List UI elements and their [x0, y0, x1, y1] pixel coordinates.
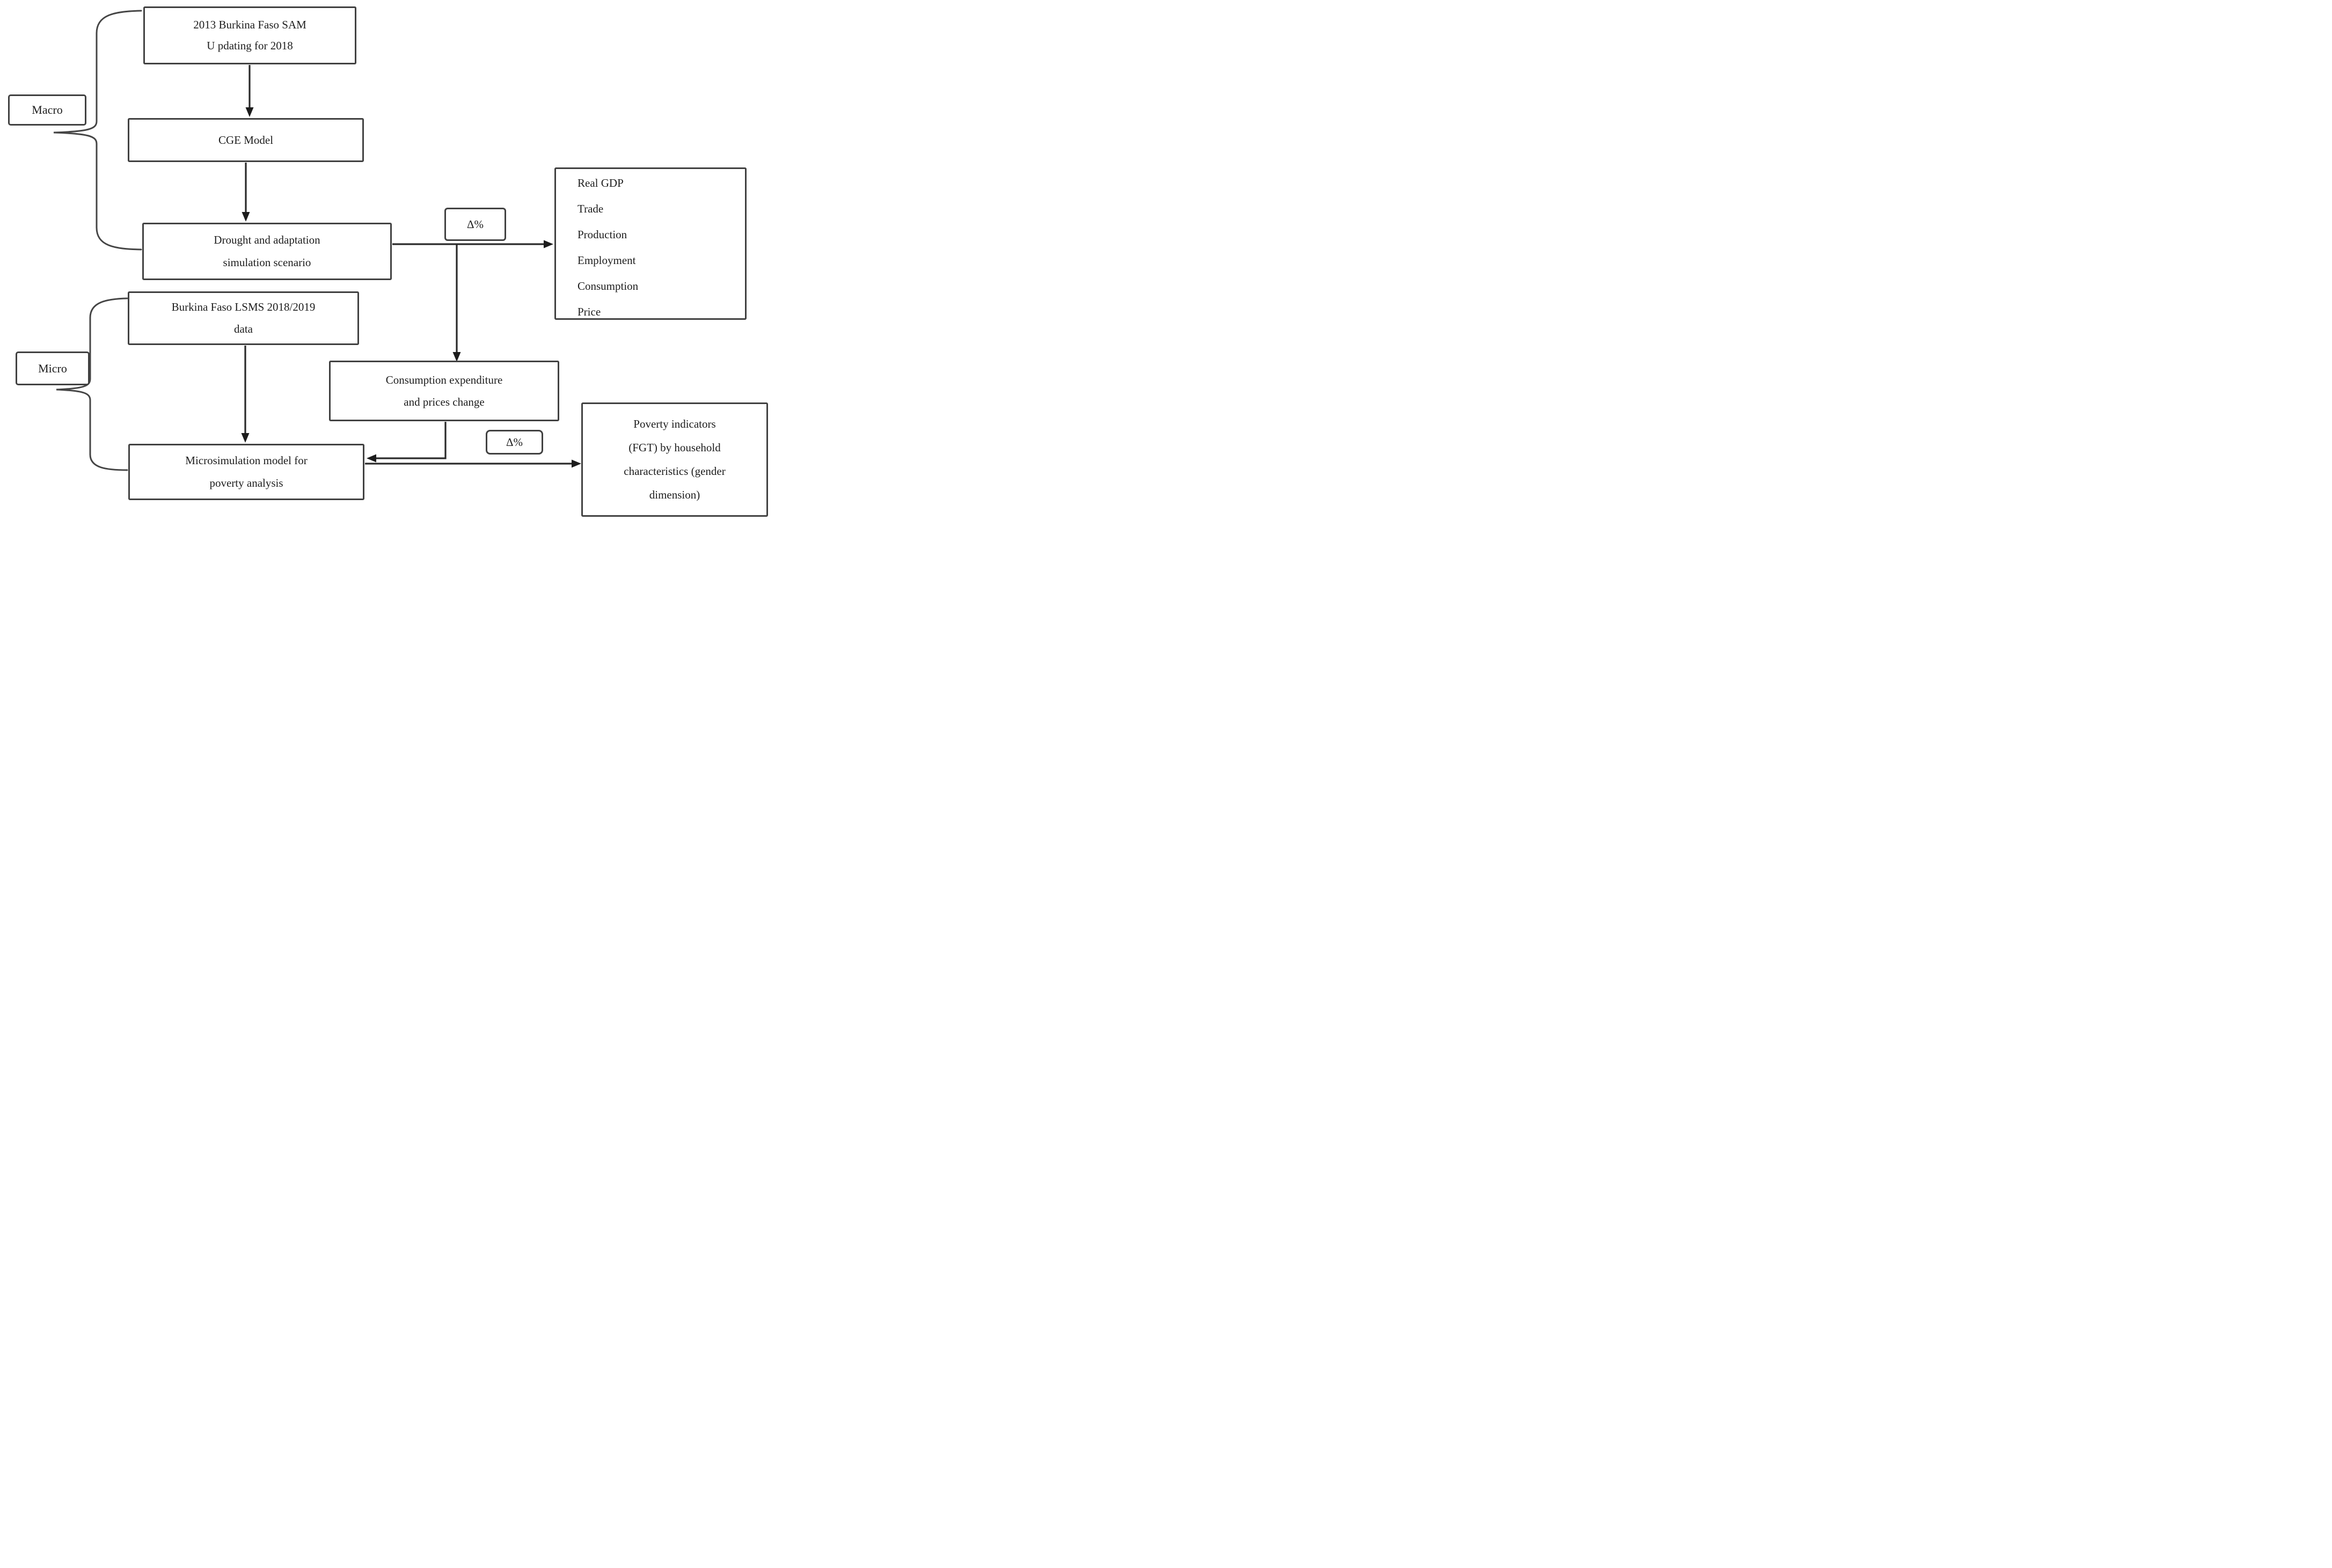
node-lsms-data: Burkina Faso LSMS 2018/2019 data — [128, 291, 359, 345]
arrowhead-consumption-to-microsim — [367, 454, 376, 463]
micro-group-brace — [56, 297, 128, 471]
flowchart-canvas: 2013 Burkina Faso SAM U pdating for 2018… — [0, 0, 777, 523]
node-text: U pdating for 2018 — [207, 39, 293, 52]
arrowhead-cge-to-drought — [242, 212, 250, 222]
node-text: Trade — [577, 202, 604, 215]
label-macro-group: Macro — [8, 94, 86, 126]
node-drought-scenario: Drought and adaptation simulation scenar… — [142, 223, 392, 280]
node-text: Production — [577, 228, 627, 241]
arrowhead-sam-to-cge — [245, 107, 254, 117]
node-text: Employment — [577, 254, 636, 267]
node-cge-model: CGE Model — [128, 118, 364, 162]
node-text: dimension) — [649, 488, 700, 501]
node-text: (FGT) by household — [628, 441, 721, 454]
node-text: Microsimulation model for — [185, 454, 308, 467]
arrowhead-lsms-to-microsim — [241, 433, 250, 443]
node-text: Poverty indicators — [633, 417, 716, 430]
node-text: and prices change — [404, 395, 485, 408]
node-microsimulation-model: Microsimulation model for poverty analys… — [128, 444, 364, 500]
label-delta-percent-macro: Δ% — [444, 208, 506, 241]
label-text: Micro — [38, 361, 67, 375]
arrowhead-branch-to-consumption — [452, 352, 461, 362]
node-text: Consumption expenditure — [385, 373, 503, 386]
label-micro-group: Micro — [16, 351, 90, 385]
arrowhead-microsim-to-poverty — [572, 459, 581, 468]
node-sam-update: 2013 Burkina Faso SAM U pdating for 2018 — [143, 6, 356, 64]
node-text: poverty analysis — [209, 477, 283, 489]
node-macro-outcomes: Real GDP Trade Production Employment Con… — [554, 167, 747, 320]
node-consumption-prices-change: Consumption expenditure and prices chang… — [329, 361, 559, 421]
node-text: characteristics (gender — [624, 465, 726, 478]
label-delta-percent-micro: Δ% — [486, 430, 543, 455]
node-text: Burkina Faso LSMS 2018/2019 — [171, 301, 316, 313]
node-poverty-indicators: Poverty indicators (FGT) by household ch… — [581, 402, 768, 517]
node-text: data — [234, 323, 253, 335]
macro-group-brace — [53, 10, 142, 251]
node-text: CGE Model — [218, 133, 274, 146]
arrow-consumption-to-microsim — [376, 422, 447, 459]
label-text: Macro — [32, 103, 63, 116]
arrowhead-drought-to-outcomes — [544, 240, 553, 248]
node-text: Drought and adaptation — [214, 233, 320, 246]
connector-layer — [53, 10, 581, 471]
label-text: Δ% — [467, 217, 484, 231]
node-text: simulation scenario — [223, 256, 311, 269]
node-text: 2013 Burkina Faso SAM — [193, 18, 306, 31]
label-text: Δ% — [506, 435, 523, 449]
node-text: Real GDP — [577, 177, 624, 189]
node-text: Consumption — [577, 280, 639, 292]
node-text: Price — [577, 305, 601, 318]
